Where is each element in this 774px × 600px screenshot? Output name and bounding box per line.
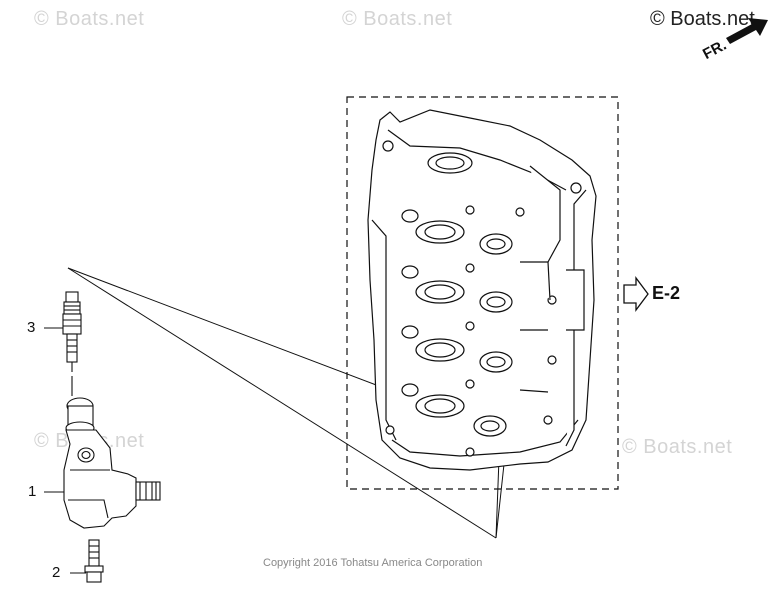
ignition-coil-part <box>63 376 161 529</box>
bolt-part <box>84 539 104 583</box>
callout-1: 1 <box>28 483 37 500</box>
front-direction-arrow-icon <box>726 18 768 44</box>
watermark-top-left: © Boats.net <box>34 8 145 30</box>
watermark-top-right: © Boats.net <box>650 8 755 30</box>
reference-arrow-icon <box>623 276 649 312</box>
callout-3: 3 <box>27 319 36 336</box>
watermark-top-center: © Boats.net <box>342 8 453 30</box>
cylinder-head-group-box <box>346 96 619 490</box>
cylinder-head-part <box>367 109 597 471</box>
watermark-mid-right: © Boats.net <box>622 436 733 458</box>
callout-2: 2 <box>52 564 61 581</box>
spark-plug-part <box>62 291 82 372</box>
reference-label: E-2 <box>652 283 681 303</box>
copyright-text: Copyright 2016 Tohatsu America Corporati… <box>263 557 483 569</box>
